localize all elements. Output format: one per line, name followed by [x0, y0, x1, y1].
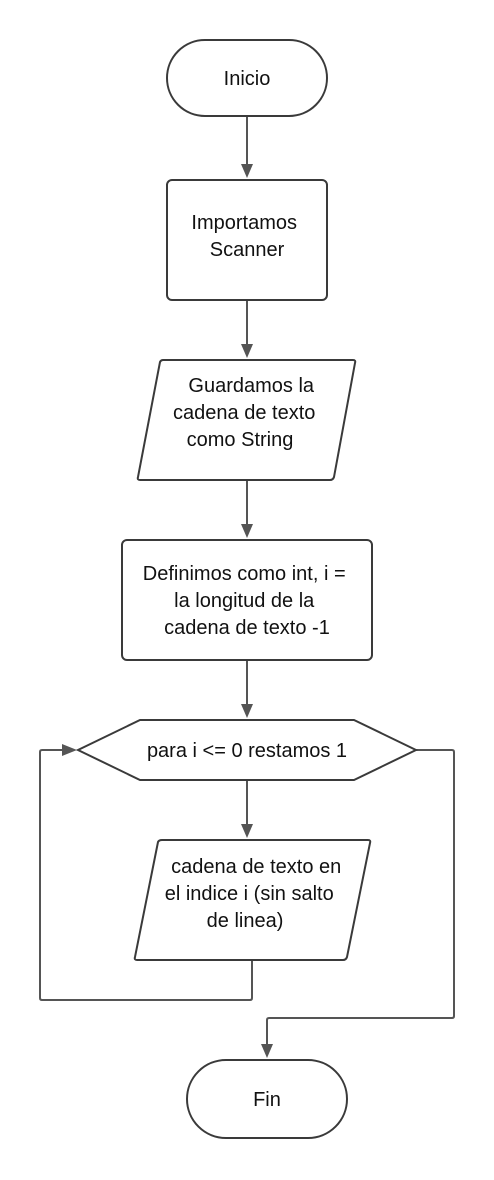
node-input: Guardamos la cadena de texto como String [136, 359, 357, 481]
node-define-line: Definimos como int, i = [143, 563, 346, 585]
process-shape [166, 179, 328, 301]
node-start-label: Inicio [224, 68, 271, 90]
loop-hexagon-shape [75, 719, 419, 781]
node-input-line: cadena de texto [173, 402, 315, 424]
arrowhead-loop-output [241, 824, 253, 838]
node-import: Importamos Scanner [166, 179, 328, 301]
node-end-line: Fin [253, 1089, 281, 1111]
node-output-line: cadena de texto en [171, 856, 341, 878]
node-output-line: de linea) [207, 910, 284, 932]
node-import-line: Scanner [210, 239, 285, 261]
arrowhead-define-loop [241, 704, 253, 718]
node-end-label: Fin [253, 1089, 281, 1111]
node-import-line: Importamos [191, 212, 297, 234]
input-output-shape [136, 359, 357, 481]
terminator-shape [166, 39, 328, 117]
edges [39, 116, 455, 1058]
node-output-line: el indice i (sin salto [165, 883, 334, 905]
node-loop: para i <= 0 restamos 1 [75, 719, 419, 781]
node-end: Fin [186, 1059, 348, 1139]
node-import-label: Importamos Scanner [191, 212, 302, 261]
node-define: Definimos como int, i = la longitud de l… [121, 539, 373, 661]
node-define-line: cadena de texto -1 [164, 617, 330, 639]
node-start: Inicio [166, 39, 328, 117]
process-shape [121, 539, 373, 661]
node-define-line: la longitud de la [174, 590, 315, 612]
arrowhead-start-import [241, 164, 253, 178]
arrowhead-loop-end [261, 1044, 273, 1058]
arrowhead-import-input [241, 344, 253, 358]
arrowhead-loop-back [62, 744, 77, 756]
node-loop-label: para i <= 0 restamos 1 [147, 740, 347, 762]
node-input-line: Guardamos la [188, 375, 314, 397]
node-output: cadena de texto en el indice i (sin salt… [133, 839, 372, 961]
node-define-label: Definimos como int, i = la longitud de l… [143, 563, 351, 639]
node-start-line: Inicio [224, 68, 271, 90]
terminator-shape [186, 1059, 348, 1139]
node-loop-line: para i <= 0 restamos 1 [147, 740, 347, 762]
node-input-label: Guardamos la cadena de texto como String [173, 375, 321, 451]
edge-loop-end [266, 749, 455, 1046]
input-output-shape [133, 839, 372, 961]
node-output-label: cadena de texto en el indice i (sin salt… [165, 856, 347, 932]
arrowhead-input-define [241, 524, 253, 538]
node-input-line: como String [187, 429, 294, 451]
edge-output-loop-back [39, 749, 253, 1001]
